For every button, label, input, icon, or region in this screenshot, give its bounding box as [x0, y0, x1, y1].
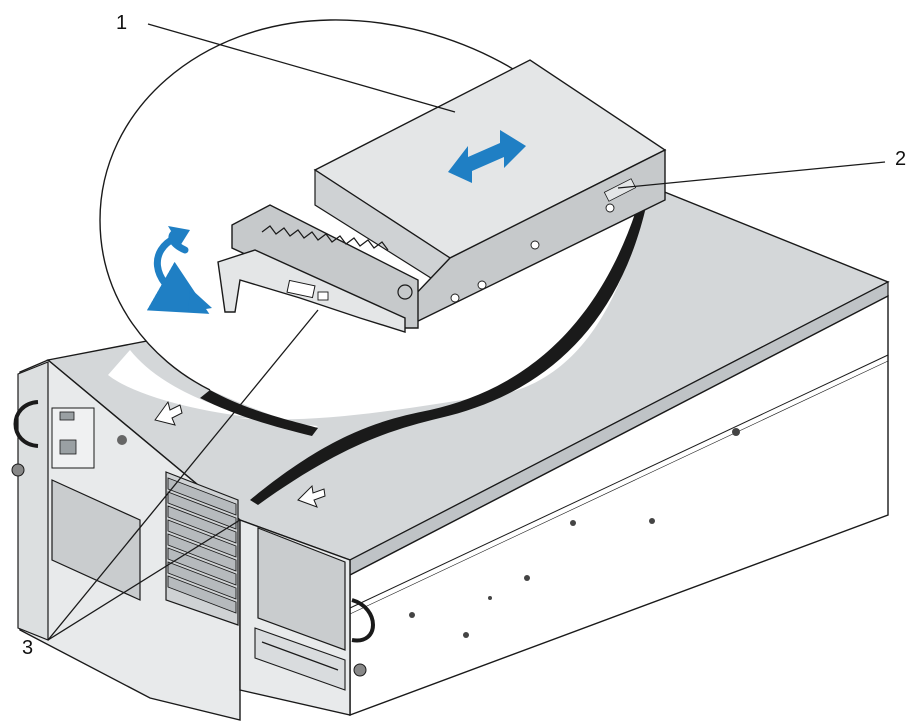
rack-handle — [13, 400, 39, 448]
screw — [463, 632, 469, 638]
callout-1: 1 — [116, 12, 128, 34]
leader-line-3-upper — [47, 309, 319, 641]
drive-bay-slot — [167, 561, 237, 600]
screw — [570, 520, 576, 526]
rail-hole — [605, 203, 615, 213]
side-seam — [349, 360, 889, 615]
drive-bay-slot — [167, 547, 237, 586]
screw — [11, 463, 25, 477]
front-vent-left — [51, 479, 141, 601]
drive-bay-slot — [167, 533, 237, 572]
front-vent-right — [257, 527, 346, 651]
handle-hinge — [397, 284, 413, 300]
rail-hole — [477, 280, 487, 290]
drive-bay-slot — [167, 477, 237, 516]
rail-hole — [450, 293, 460, 303]
carrier-label-tab — [603, 178, 637, 202]
carrier-front-bezel — [231, 204, 419, 329]
leader-line-2 — [617, 161, 886, 189]
rail-holes — [450, 203, 615, 303]
callout-3: 3 — [22, 637, 34, 659]
side-seam — [349, 354, 889, 609]
detail-balloon-outline — [99, 19, 609, 391]
optical-drive-slot — [261, 641, 339, 671]
screw — [649, 518, 655, 524]
callout-2: 2 — [895, 148, 907, 170]
power-button — [117, 435, 127, 445]
screw — [409, 612, 415, 618]
handle-release-button — [286, 279, 316, 299]
detail-balloon-sweep — [250, 198, 648, 505]
video-port — [59, 439, 77, 455]
screw — [732, 428, 740, 436]
handle-latch-slot — [317, 291, 329, 301]
screw — [524, 575, 530, 581]
detail-balloon-sweep-left — [200, 390, 318, 436]
drive-bay-slot — [167, 491, 237, 530]
slide-direction-arrow — [154, 400, 326, 508]
carrier-bezel-grip-ridges — [261, 225, 389, 251]
screw — [353, 663, 367, 677]
optical-drive — [254, 627, 346, 691]
side-screws — [409, 428, 740, 638]
slide-direction-arrow-blue — [448, 130, 526, 183]
callout-leader-lines — [47, 23, 886, 641]
rail-hole — [530, 240, 540, 250]
rack-handle — [351, 598, 375, 643]
leader-line-3-lower — [47, 519, 241, 641]
screw — [488, 596, 492, 600]
drive-bay-slot — [167, 575, 237, 614]
rotate-arrow-head-top — [168, 226, 190, 246]
leader-line-1 — [147, 23, 456, 113]
rotate-arrow-head-bottom — [188, 288, 212, 312]
usb-port — [59, 411, 75, 421]
